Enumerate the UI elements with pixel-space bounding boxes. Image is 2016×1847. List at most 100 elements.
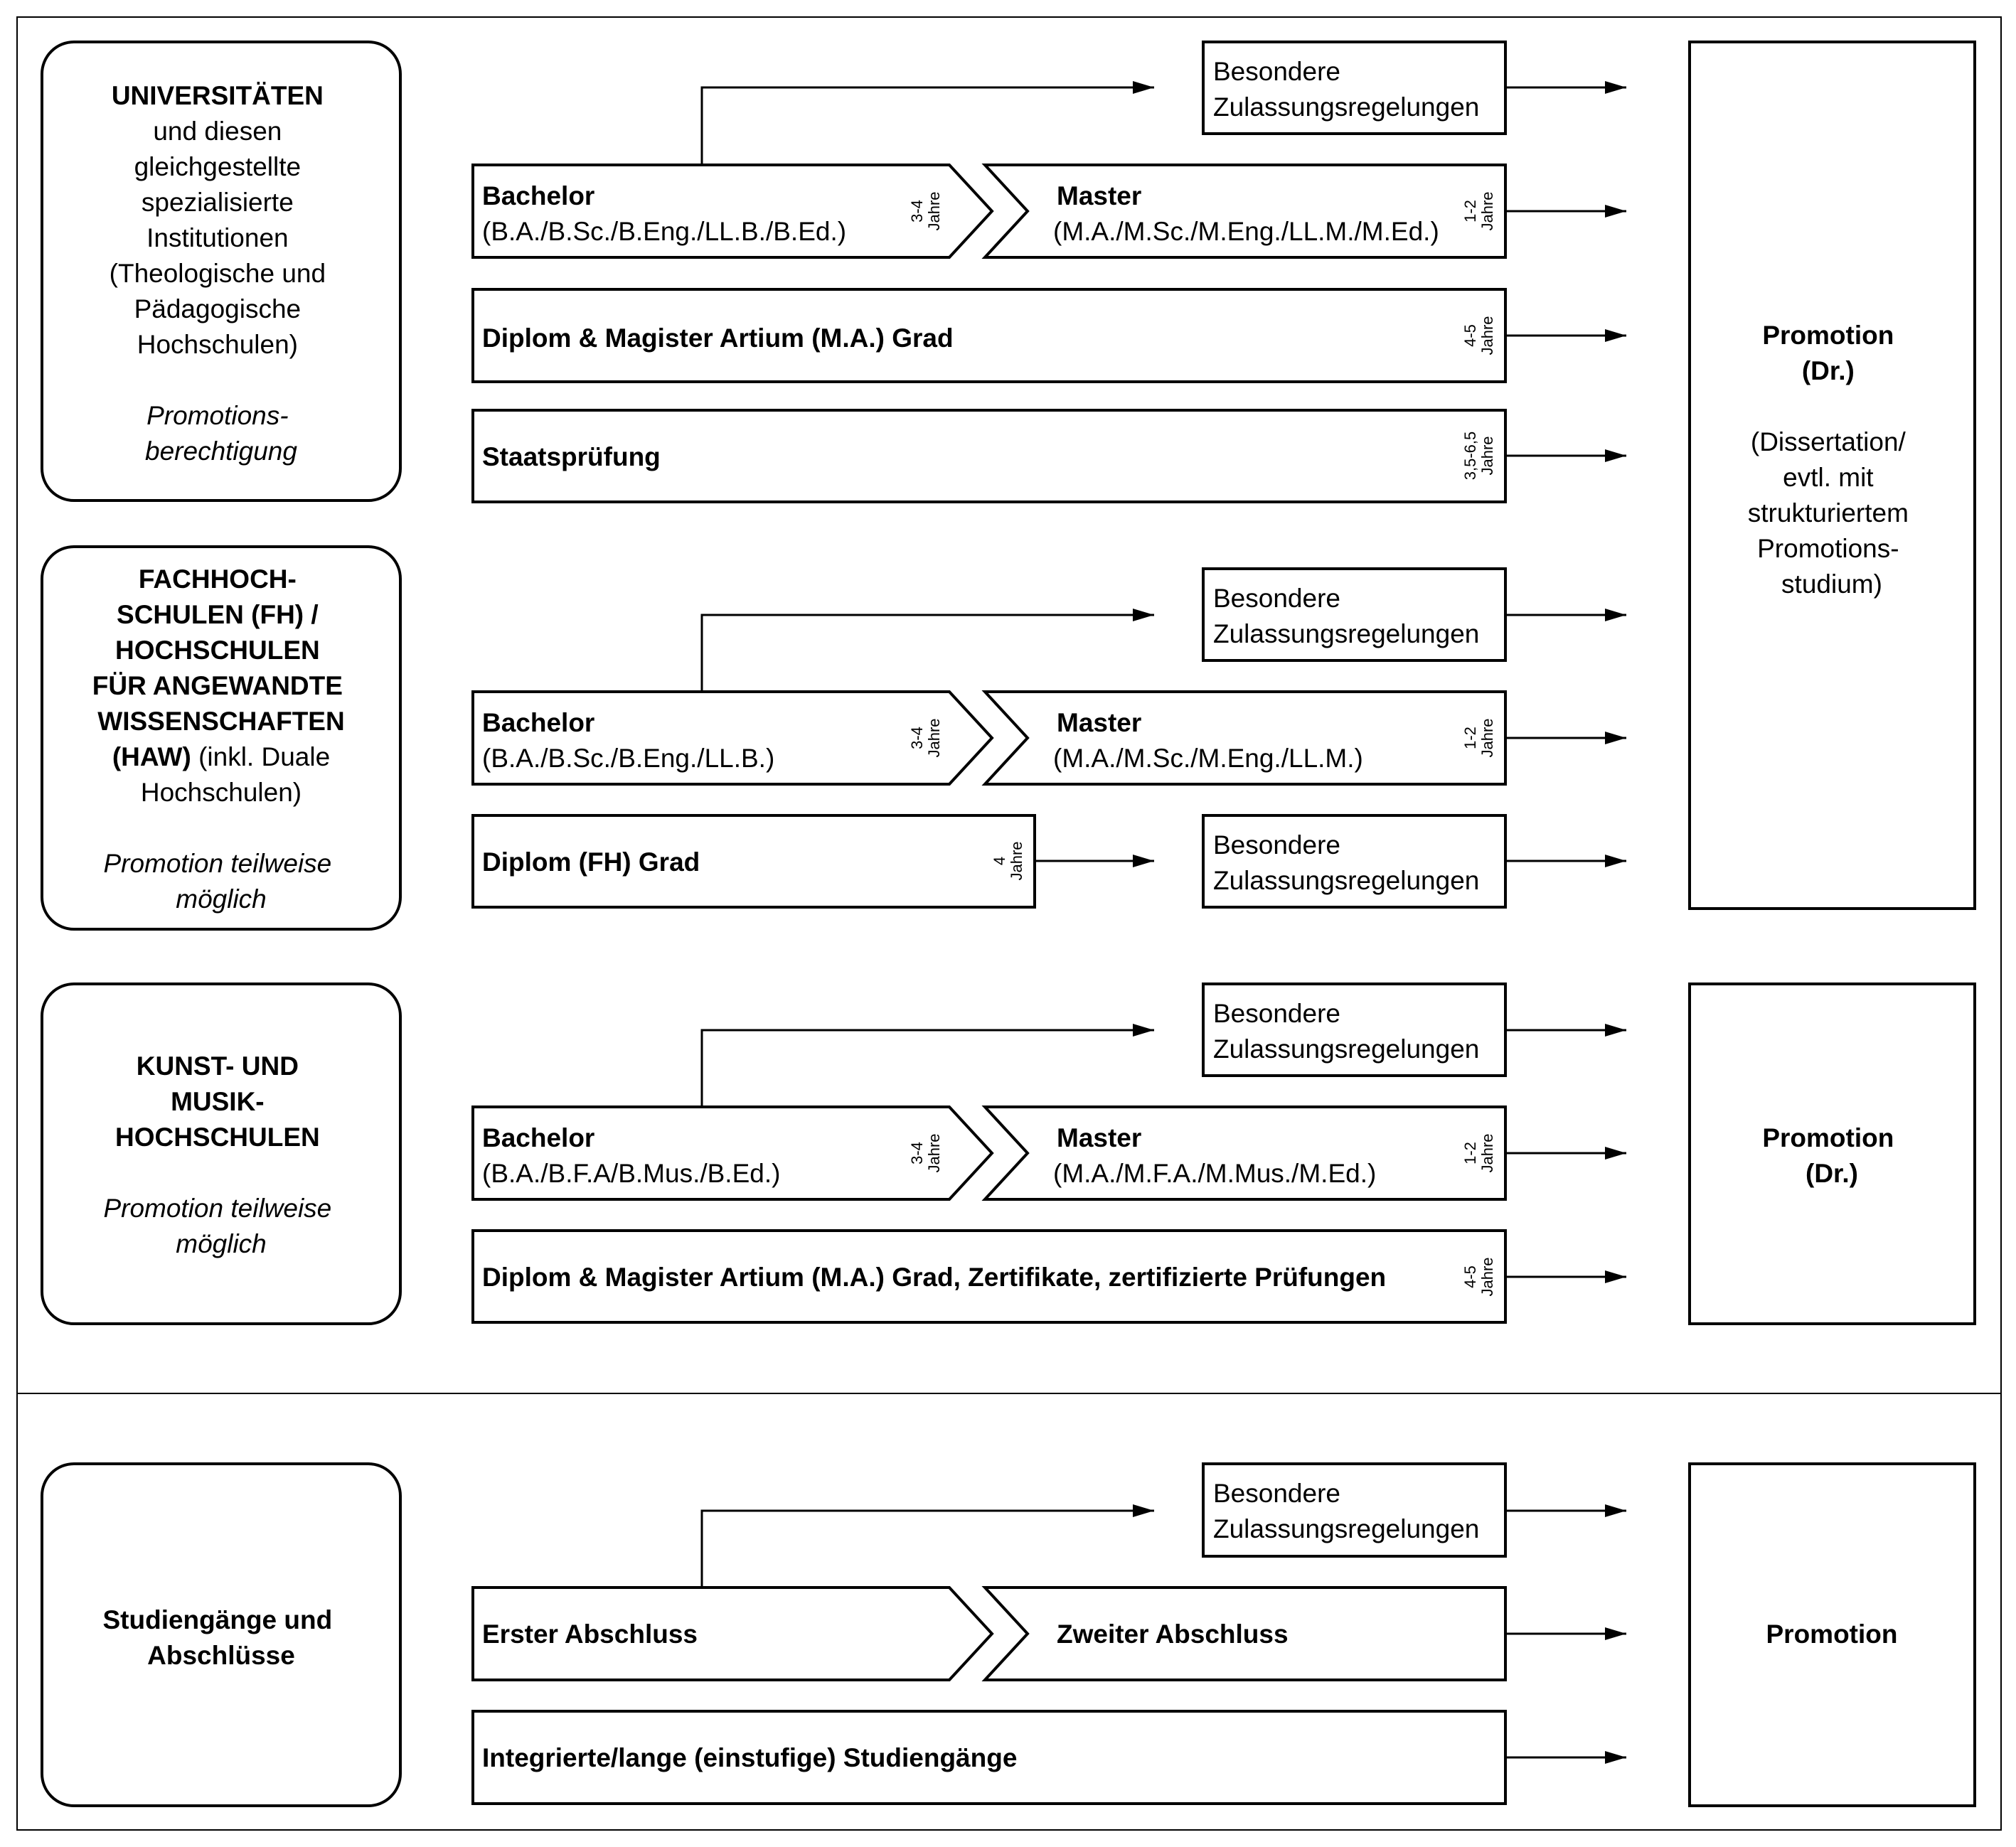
universities-bachelor-shape [471,164,994,259]
legend-first-degree-label: Erster Abschluss [482,1620,698,1649]
fh-diplom-box [471,814,1036,909]
universities-staatspruefung-label: Staatsprüfung [482,442,661,471]
arts-special-admission-box [1202,983,1507,1077]
legend-institution-text: Studiengänge und Abschlüsse [103,1605,340,1670]
fh-institution-haw-line: (HAW) (inkl. Duale [112,742,330,771]
promotion-main-text: Promotion (Dr.) (Dissertation/ evtl. mit… [1748,321,1916,599]
arts-diplom-duration: 4-5 Jahre [1461,1257,1496,1296]
svg-text:3,5-6,5: 3,5-6,5 [1461,432,1479,481]
svg-text:Jahre: Jahre [1008,841,1025,880]
arts-section: KUNST- UND MUSIK- HOCHSCHULEN Promotion … [41,983,1976,1325]
fh-section: FACHHOCH- SCHULEN (FH) / HOCHSCHULEN FÜR… [41,545,1626,931]
fh-institution-note: Promotion teilweise möglich [103,849,338,914]
arts-bachelor-title: Bachelor [482,1123,594,1152]
universities-bachelor-title: Bachelor [482,181,594,210]
svg-text:1-2: 1-2 [1461,727,1479,749]
universities-bachelor-duration: 3-4 Jahre [908,191,943,230]
fh-bachelor-degrees: (B.A./B.Sc./B.Eng./LL.B.) [482,744,774,773]
universities-diplom-duration: 4-5 Jahre [1461,316,1496,355]
arts-institution-text: KUNST- UND MUSIK- HOCHSCHULEN Promotion … [103,1051,338,1258]
svg-text:Jahre: Jahre [925,191,943,230]
universities-staatspruefung-duration: 3,5-6,5 Jahre [1461,432,1496,481]
svg-text:Jahre: Jahre [925,1133,943,1172]
legend-promotion-box [1688,1462,1976,1807]
svg-text:3-4: 3-4 [908,200,926,223]
fh-bachelor-duration: 3-4 Jahre [908,718,943,757]
universities-special-admission-box [1202,41,1507,135]
svg-text:1-2: 1-2 [1461,1142,1479,1165]
outer-frame [16,16,2002,1831]
arts-master-duration: 1-2 Jahre [1461,1133,1496,1172]
arts-bachelor-degrees: (B.A./B.F.A/B.Mus./B.Ed.) [482,1159,780,1188]
legend-promotion-label: Promotion [1766,1620,1898,1649]
arts-master-degrees: (M.A./M.F.A./M.Mus./M.Ed.) [1053,1159,1376,1188]
universities-branch-line [700,81,1154,165]
universities-section: UNIVERSITÄTEN und diesen gleichgestellte… [41,41,1626,503]
legend-integrated-box [471,1710,1507,1805]
fh-special-admission-box-2 [1202,814,1507,909]
universities-staatspruefung-box [471,409,1507,503]
arts-promotion-box [1688,983,1976,1325]
svg-text:Jahre: Jahre [1478,1133,1496,1172]
fh-master-degrees: (M.A./M.Sc./M.Eng./LL.M.) [1053,744,1363,773]
svg-text:Jahre: Jahre [1478,191,1496,230]
universities-master-title: Master [1057,181,1141,210]
fh-bachelor-title: Bachelor [482,708,594,737]
legend-first-degree-shape [471,1586,994,1681]
svg-text:Jahre: Jahre [1478,718,1496,757]
universities-master-shape [981,164,1507,259]
fh-institution-box [41,545,402,931]
arts-diplom-box [471,1229,1507,1324]
fh-institution-text: FACHHOCH- SCHULEN (FH) / HOCHSCHULEN FÜR… [92,564,350,736]
svg-text:Jahre: Jahre [1478,436,1496,475]
svg-text:1-2: 1-2 [1461,200,1479,223]
arts-bachelor-shape [471,1105,994,1201]
fh-master-duration: 1-2 Jahre [1461,718,1496,757]
arts-master-shape [981,1105,1507,1201]
universities-institution-text: UNIVERSITÄTEN und diesen gleichgestellte… [110,81,334,466]
fh-diplom-duration: 4 Jahre [991,841,1025,880]
legend-branch-line [700,1504,1154,1588]
svg-text:3-4: 3-4 [908,727,926,749]
fh-diplom-label: Diplom (FH) Grad [482,847,700,877]
legend-integrated-label: Integrierte/lange (einstufige) Studiengä… [482,1743,1017,1772]
fh-institution-description: Hochschulen) [141,778,302,807]
universities-master-degrees: (M.A./M.Sc./M.Eng./LL.M./M.Ed.) [1053,217,1439,246]
universities-bachelor-degrees: (B.A./B.Sc./B.Eng./LL.B./B.Ed.) [482,217,846,246]
universities-diplom-label: Diplom & Magister Artium (M.A.) Grad [482,323,954,353]
promotion-main: Promotion (Dr.) (Dissertation/ evtl. mit… [1688,41,1976,910]
fh-bachelor-shape [471,690,994,786]
fh-master-title: Master [1057,708,1141,737]
svg-text:4-5: 4-5 [1461,1265,1479,1288]
svg-text:Jahre: Jahre [925,718,943,757]
arts-promotion-text: Promotion (Dr.) [1762,1123,1901,1188]
arts-institution-box [41,983,402,1325]
fh-special-admission-box-1 [1202,567,1507,662]
universities-institution-box [41,41,402,502]
svg-text:3-4: 3-4 [908,1142,926,1165]
legend-second-degree-shape [981,1586,1507,1681]
svg-text:Jahre: Jahre [1478,316,1496,355]
arts-branch-line [700,1024,1154,1107]
promotion-main-box [1688,41,1976,910]
legend-second-degree-label: Zweiter Abschluss [1057,1620,1289,1649]
arts-master-title: Master [1057,1123,1141,1152]
fh-master-shape [981,690,1507,786]
universities-master-duration: 1-2 Jahre [1461,191,1496,230]
fh-branch-line [700,609,1154,692]
legend-special-admission-box [1202,1462,1507,1558]
universities-diplom-box [471,288,1507,383]
arts-bachelor-duration: 3-4 Jahre [908,1133,943,1172]
svg-text:4-5: 4-5 [1461,324,1479,347]
legend-institution-box [41,1462,402,1807]
arts-diplom-label: Diplom & Magister Artium (M.A.) Grad, Ze… [482,1263,1386,1292]
svg-text:4: 4 [991,857,1008,865]
svg-text:Jahre: Jahre [1478,1257,1496,1296]
